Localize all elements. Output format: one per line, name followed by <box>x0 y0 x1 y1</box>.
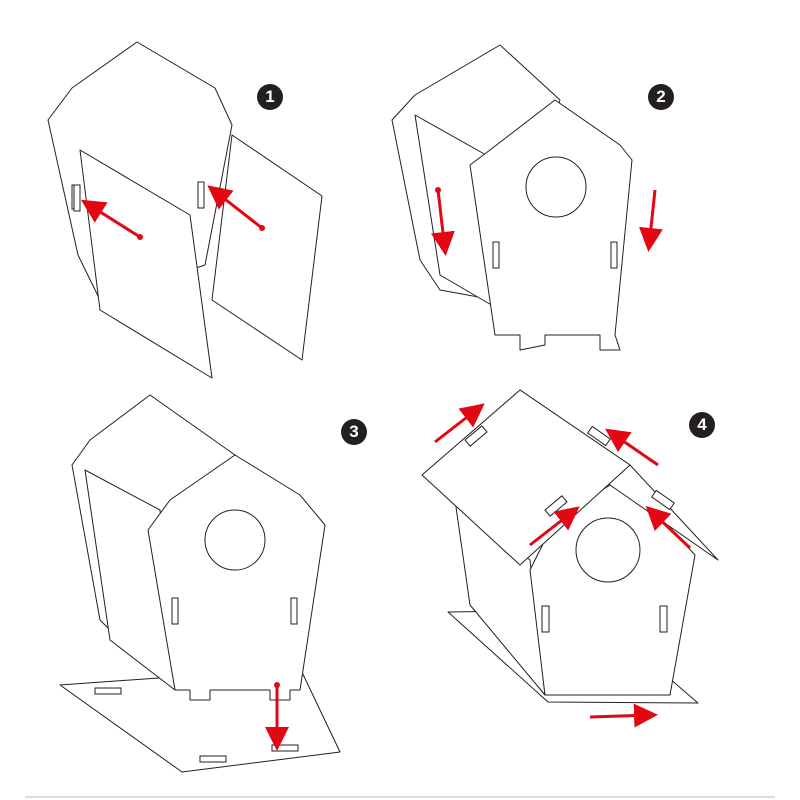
arrow <box>207 185 263 230</box>
arrow <box>605 428 659 467</box>
slot <box>171 597 179 625</box>
step-badge-4: 4 <box>689 412 715 438</box>
slot <box>610 241 618 269</box>
entrance-hole <box>575 517 641 583</box>
side-panel-left <box>79 149 213 379</box>
slot <box>541 605 550 633</box>
arrow <box>589 703 658 728</box>
slot <box>290 597 298 625</box>
slot <box>197 181 205 209</box>
slot <box>94 687 122 695</box>
arrow <box>430 189 455 256</box>
slot <box>659 605 668 633</box>
front-panel <box>469 99 633 351</box>
entrance-hole <box>525 156 587 218</box>
slot <box>199 755 227 763</box>
step-badge-1: 1 <box>257 84 283 110</box>
arrow <box>638 189 663 252</box>
slot <box>271 744 299 752</box>
step-1-illustration <box>47 41 323 379</box>
arrow <box>80 199 141 239</box>
step-2-illustration <box>391 44 663 351</box>
arrow <box>434 403 485 444</box>
arrow <box>529 506 580 547</box>
slot <box>464 425 488 447</box>
slot <box>492 241 500 269</box>
arrow <box>645 505 692 550</box>
step-3-illustration <box>59 394 341 773</box>
front-panel <box>147 454 326 701</box>
slot <box>650 489 676 511</box>
step-4-illustration <box>421 389 719 728</box>
side-panel-right <box>211 134 323 361</box>
step-badge-2: 2 <box>648 84 674 110</box>
entrance-hole <box>204 509 266 571</box>
step-badge-3: 3 <box>341 419 367 445</box>
slot <box>73 184 81 212</box>
